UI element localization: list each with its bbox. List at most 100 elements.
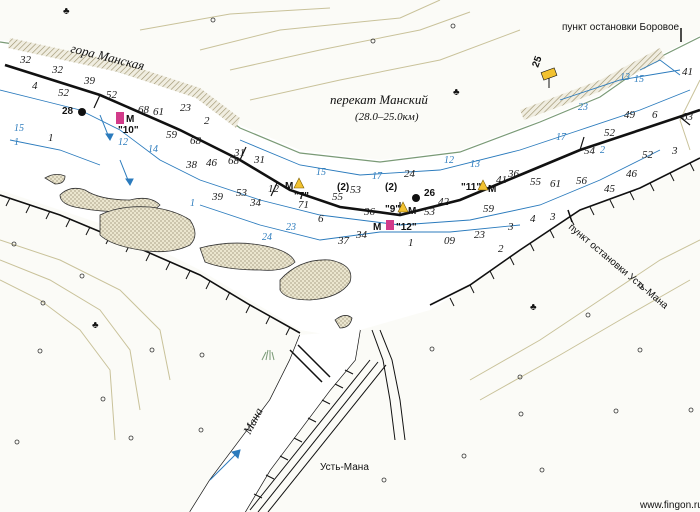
road-west <box>371 329 396 441</box>
svg-text:♣: ♣ <box>92 320 99 331</box>
depth-label: 36 <box>363 206 376 218</box>
depth-label: 45 <box>604 183 616 195</box>
island-3 <box>199 242 296 271</box>
depth-label: 42 <box>438 196 450 208</box>
depth-label: 46 <box>626 168 638 180</box>
stop-ust-mana-pole <box>567 209 573 223</box>
depth-label: 1 <box>190 198 195 209</box>
road-east <box>379 329 406 441</box>
depth-label: 23 <box>474 229 486 241</box>
current-arrows <box>99 114 241 481</box>
depth-label: 24 <box>262 232 272 243</box>
depth-label: 23 <box>286 222 296 233</box>
buoy-7-marker <box>293 177 305 189</box>
depth-label: 6 <box>652 109 658 121</box>
buoy-9-marker <box>397 201 409 213</box>
label-stop-ust-mana: пункт остановки Усть-Мана <box>566 222 670 312</box>
depth-soundings: 32 32 39 4 52 52 68 61 23 2 59 68 46 68 … <box>19 54 694 255</box>
land-dots <box>11 17 694 483</box>
tree-icons: ♣ ♣ ♣ ♣ <box>63 6 537 331</box>
island-4 <box>279 259 352 301</box>
depth-label: 31 <box>253 154 265 166</box>
buoy-m-label: М <box>126 114 134 125</box>
depth-label: 55 <box>530 176 542 188</box>
depth-label: 52 <box>58 87 70 99</box>
depth-label: 53 <box>424 206 436 218</box>
depth-label: 17 <box>372 171 383 182</box>
depth-label: 41 <box>682 66 693 78</box>
buoy-2-label: (2) <box>337 182 349 193</box>
depth-label: 15 <box>14 123 24 134</box>
depth-label: 15 <box>634 74 644 85</box>
depth-label: 63 <box>682 111 694 123</box>
mana-river-water <box>190 330 360 512</box>
depth-label: 15 <box>316 167 326 178</box>
river-water <box>0 35 700 335</box>
km-26-label: 26 <box>424 188 436 199</box>
km-post-26 <box>412 194 420 202</box>
depth-label: 14 <box>148 144 158 155</box>
depth-label: 3 <box>507 221 514 233</box>
depth-label: 38 <box>185 159 198 171</box>
contours <box>0 0 700 441</box>
island-5 <box>334 315 353 329</box>
km-post-28 <box>78 108 86 116</box>
depth-label: 61 <box>153 106 164 118</box>
depth-label: 1 <box>408 237 414 249</box>
buoy-2b-label: (2) <box>385 182 397 193</box>
buoy-7-label: "7" <box>294 191 309 202</box>
depth-label: 2 <box>498 243 504 255</box>
fairway <box>4 63 700 217</box>
buoy-10-marker <box>116 112 124 124</box>
svg-text:♣: ♣ <box>63 6 70 17</box>
buoy-m-label: М <box>285 181 293 192</box>
km-28-label: 28 <box>62 106 74 117</box>
mana-ticks <box>253 369 354 499</box>
depth-label: 31 <box>233 147 245 159</box>
island-2 <box>99 206 196 253</box>
depth-label: 61 <box>550 178 561 190</box>
depth-label: 41 <box>496 174 507 186</box>
shallow-soundings: 15 1 12 14 1 24 23 15 23 13 17 12 13 17 … <box>14 72 644 243</box>
svg-text:♣: ♣ <box>453 87 460 98</box>
fairway-ticks <box>93 94 691 215</box>
depth-label: 59 <box>483 203 495 215</box>
depth-label: 23 <box>578 102 588 113</box>
buoy-11-marker <box>477 179 489 191</box>
depth-label: 39 <box>83 75 96 87</box>
buoy-12-label: "12" <box>396 222 417 233</box>
depth-label: 53 <box>236 187 248 199</box>
depth-label: 71 <box>298 199 309 211</box>
depth-label: 4 <box>530 213 536 225</box>
buoy-m-label: М <box>408 206 416 217</box>
depth-label: 49 <box>624 109 636 121</box>
depth-label: 1 <box>48 132 54 144</box>
town-railway <box>249 359 387 512</box>
depth-label: 12 <box>268 183 280 195</box>
buoy-10-label: "10" <box>118 125 139 136</box>
label-stop-borovoe: пункт остановки Боровое <box>562 22 680 33</box>
buoy-12-marker <box>386 220 394 230</box>
svg-text:♣: ♣ <box>530 302 537 313</box>
depth-label: 24 <box>404 168 416 180</box>
cliff-east <box>520 48 665 120</box>
depth-label: 36 <box>507 168 520 180</box>
depth-label: 59 <box>166 129 178 141</box>
depth-label: 6 <box>318 213 324 225</box>
depth-label: 68 <box>228 155 240 167</box>
depth-label: 55 <box>332 191 344 203</box>
watermark: www.fingon.ru <box>639 500 700 511</box>
buoy-m-label: М <box>373 222 381 233</box>
depth-label: 4 <box>32 80 38 92</box>
bridge <box>289 344 331 383</box>
depth-label: 37 <box>337 235 350 247</box>
depth-label: 3 <box>671 145 678 157</box>
depth-label: 2 <box>204 115 210 127</box>
buoy-m-label: М <box>488 184 496 195</box>
depth-label: 46 <box>206 157 218 169</box>
depth-label: 3 <box>549 211 556 223</box>
depth-label: 2 <box>600 145 605 156</box>
grass-icon <box>261 349 275 361</box>
